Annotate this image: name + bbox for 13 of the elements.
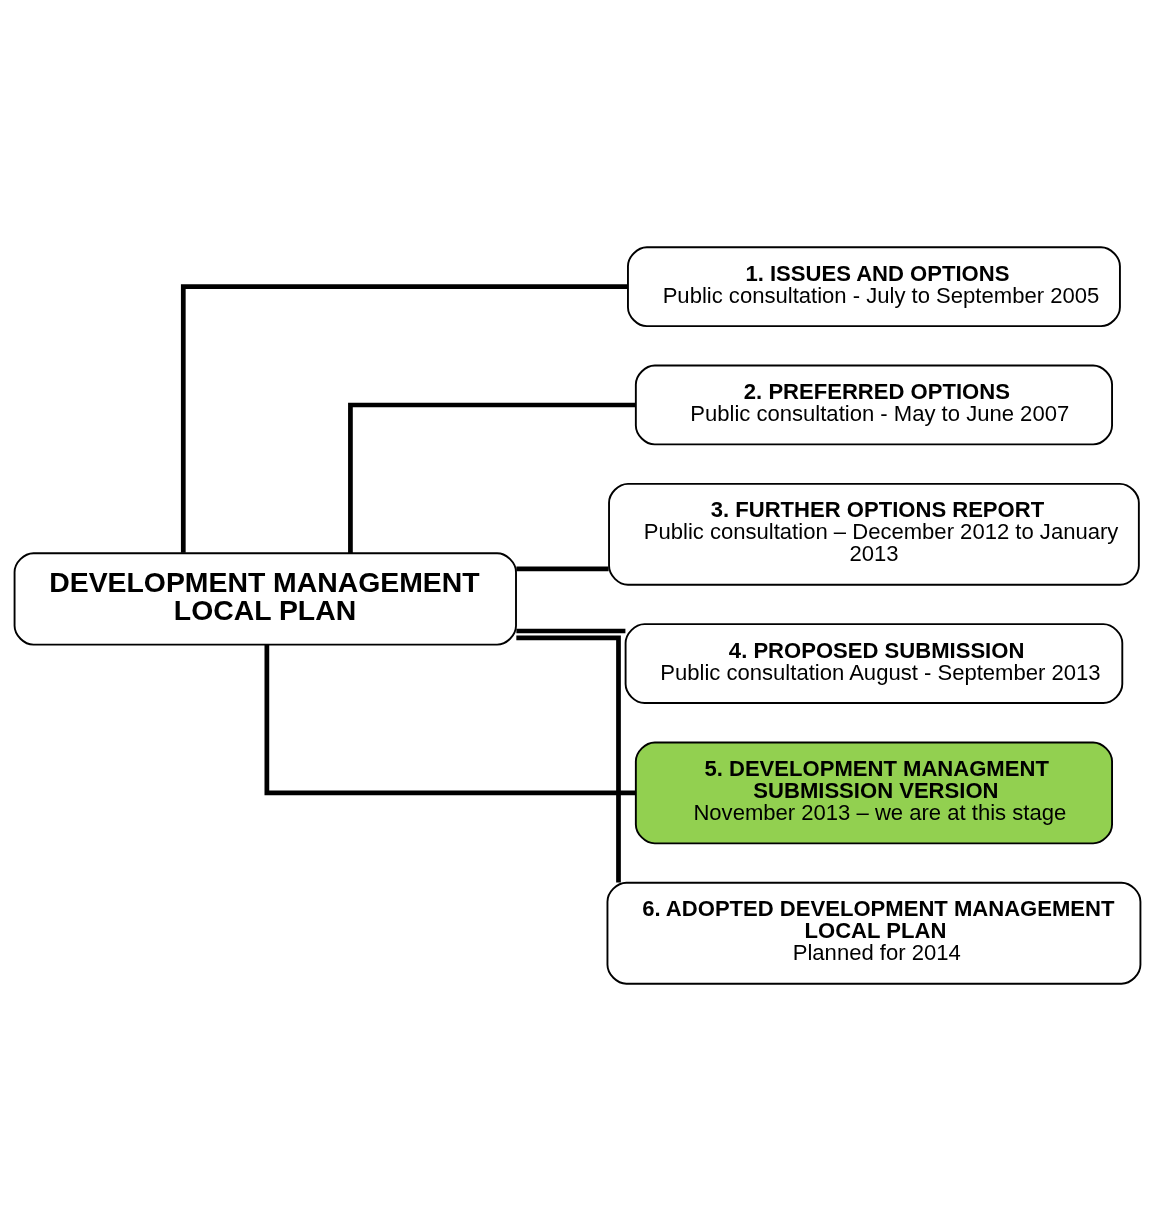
connector (516, 634, 621, 882)
node-box: DEVELOPMENT MANAGEMENT LOCAL PLAN (13, 551, 517, 646)
node-box: 2. PREFERRED OPTIONS Public consultation - May to June 2007 (634, 364, 1113, 445)
connector (516, 628, 626, 633)
node-box: 5. DEVELOPMENT MANAGMENT SUBMISSION VERSION November 2013 – we are at this stage (634, 741, 1113, 844)
connector (264, 644, 636, 795)
connector (348, 402, 636, 553)
connector (180, 283, 628, 553)
node-box: 4. PROPOSED SUBMISSION Public consultation August - September 2013 (624, 622, 1124, 704)
node-box: 1. ISSUES AND OPTIONS Public consultation - July to September 2005 (627, 245, 1121, 327)
connector (516, 566, 609, 571)
node-box: 3. FURTHER OPTIONS REPORT Public consultation – December 2012 to January 2013 (608, 482, 1140, 586)
node-box: 6. ADOPTED DEVELOPMENT MANAGEMENT LOCAL PLAN Planned for 2014 (606, 881, 1142, 985)
